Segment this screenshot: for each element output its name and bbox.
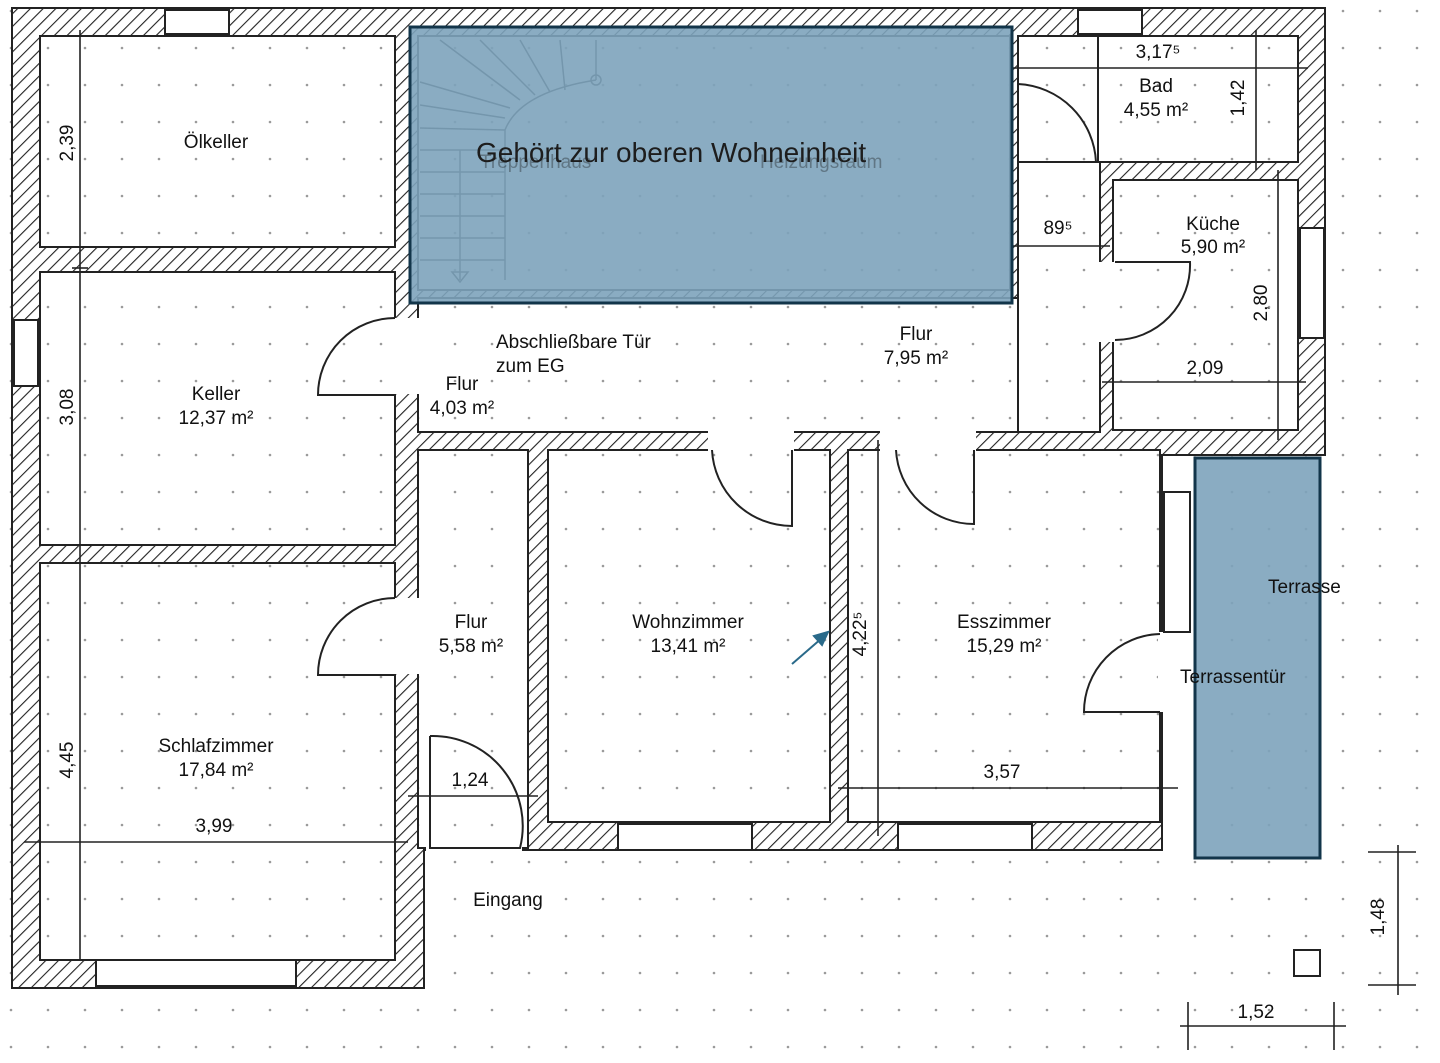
- dim-3-99: 3,99: [196, 816, 233, 837]
- room-name-schlafzimmer: Schlafzimmer: [158, 736, 274, 757]
- dim-1-42: 1,42: [1228, 80, 1249, 117]
- door-swings: [316, 83, 1192, 849]
- room-area-wohnzimmer: 13,41 m²: [651, 636, 726, 657]
- dim-89-5: 89⁵: [1043, 218, 1072, 239]
- overlay-title: Gehört zur oberen Wohneinheit: [476, 137, 866, 168]
- ghost-label-treppenhaus: Treppenhaus: [480, 152, 591, 173]
- room-area-kueche: 5,90 m²: [1181, 237, 1245, 258]
- room-name-oelkeller: Ölkeller: [184, 132, 249, 153]
- room-area-flur-b: 5,58 m²: [439, 636, 503, 657]
- dim-4-225: 4,22⁵: [850, 612, 871, 657]
- dim-3-175: 3,17⁵: [1136, 42, 1181, 63]
- room-area-keller: 12,37 m²: [179, 408, 254, 429]
- note-door-line2: zum EG: [496, 356, 565, 377]
- room-area-esszimmer: 15,29 m²: [967, 636, 1042, 657]
- ghost-label-heizungsraum: Heizungsraum: [760, 152, 883, 173]
- dim-1-48: 1,48: [1368, 899, 1389, 936]
- room-name-flur-b: Flur: [455, 612, 488, 633]
- dim-4-45: 4,45: [57, 742, 78, 779]
- dim-1-24: 1,24: [452, 770, 489, 791]
- overlay-terrasse: [1193, 456, 1322, 860]
- dim-3-57: 3,57: [984, 762, 1021, 783]
- room-name-flur-a: Flur: [446, 374, 479, 395]
- label-terrasse: Terrasse: [1268, 577, 1341, 598]
- overlay-upper-unit: [408, 25, 1014, 305]
- room-name-keller: Keller: [192, 384, 241, 405]
- windows: [13, 9, 1325, 987]
- door-openings: [394, 262, 1194, 852]
- dim-2-09: 2,09: [1187, 358, 1224, 379]
- dim-1-52: 1,52: [1238, 1002, 1275, 1023]
- room-name-wohnzimmer: Wohnzimmer: [632, 612, 744, 633]
- room-name-bad: Bad: [1139, 76, 1173, 97]
- dim-2-80: 2,80: [1251, 285, 1272, 322]
- room-area-flur-c: 7,95 m²: [884, 348, 948, 369]
- room-area-schlafzimmer: 17,84 m²: [179, 760, 254, 781]
- marker-square: [1293, 949, 1321, 977]
- room-area-flur-a: 4,03 m²: [430, 398, 494, 419]
- note-door-line1: Abschließbare Tür: [496, 332, 652, 353]
- label-terrassentuer: Terrassentür: [1180, 667, 1286, 688]
- room-area-bad: 4,55 m²: [1124, 100, 1188, 121]
- dim-3-08: 3,08: [57, 389, 78, 426]
- annotation-arrow: [791, 630, 830, 665]
- room-name-flur-c: Flur: [900, 324, 933, 345]
- label-eingang: Eingang: [473, 890, 543, 911]
- room-name-esszimmer: Esszimmer: [957, 612, 1052, 633]
- room-name-kueche: Küche: [1186, 214, 1240, 235]
- dimension-lines: [24, 30, 1416, 1050]
- dim-2-39: 2,39: [57, 125, 78, 162]
